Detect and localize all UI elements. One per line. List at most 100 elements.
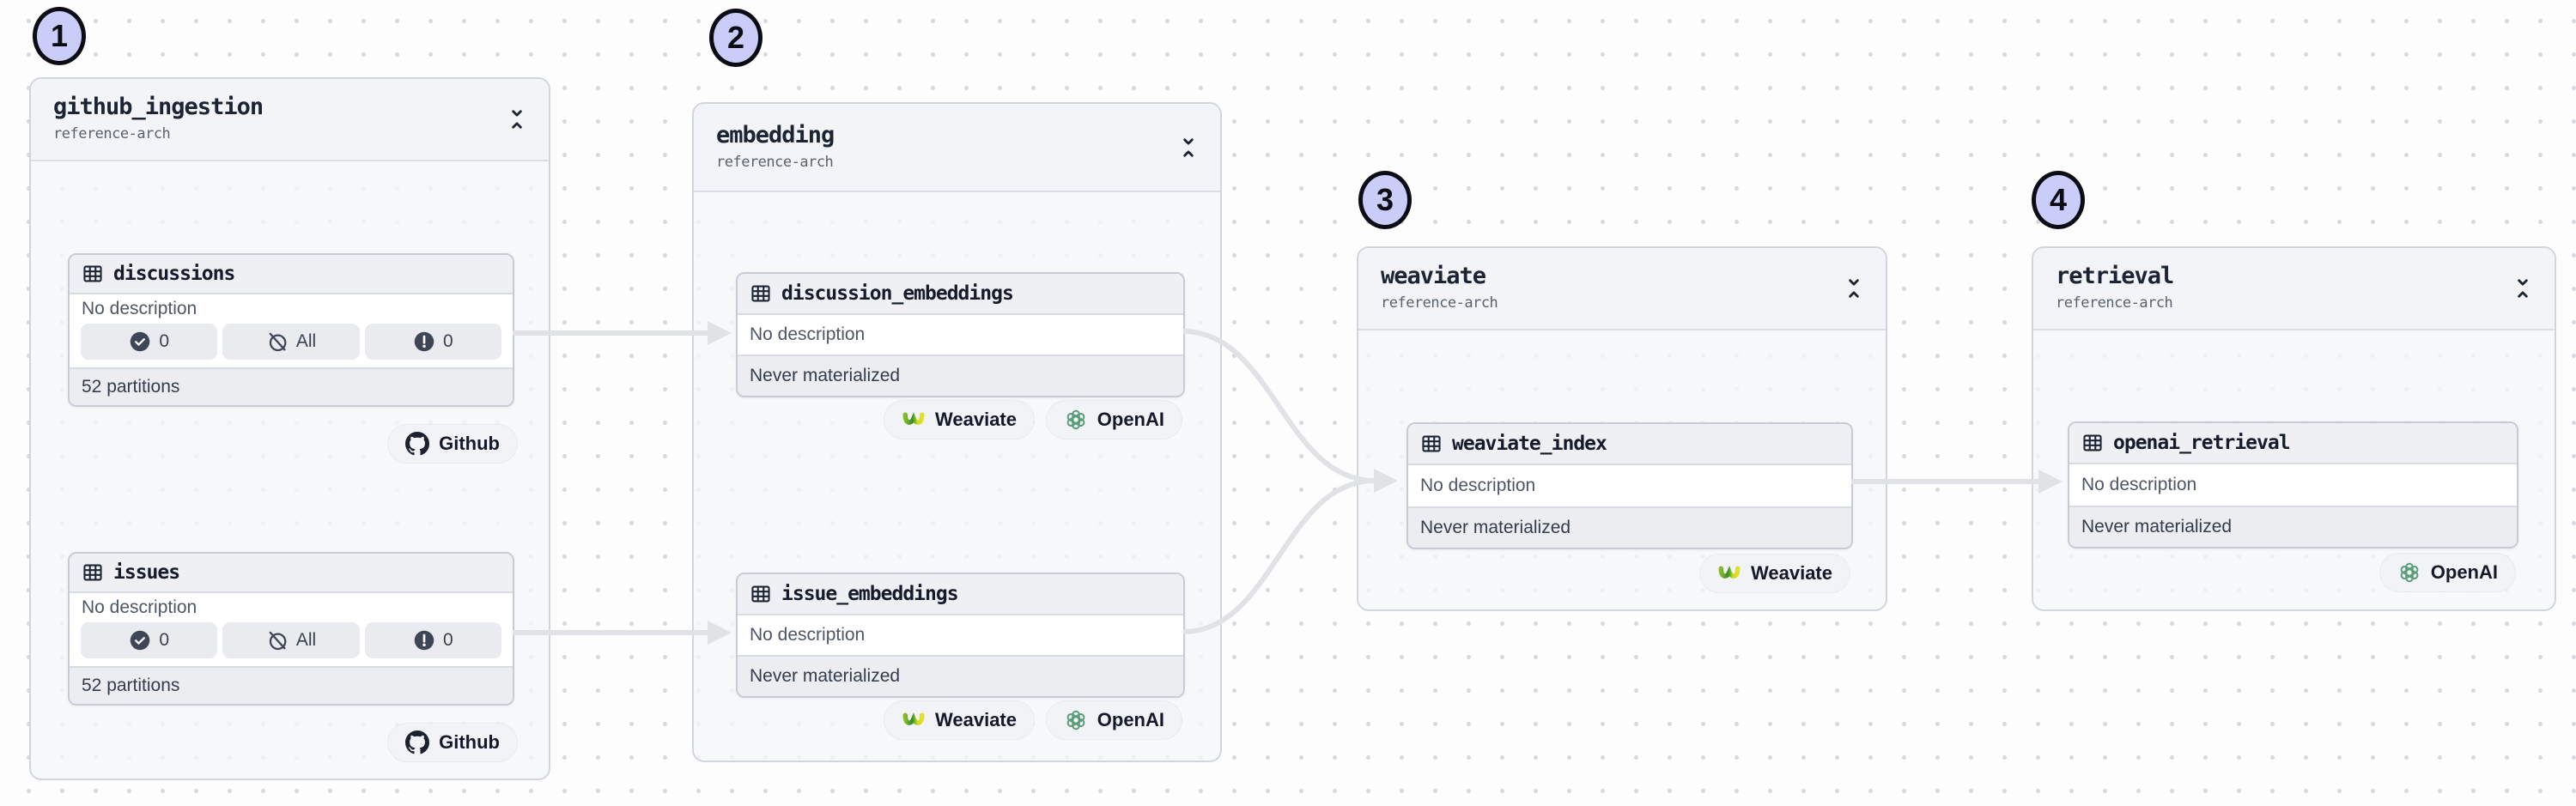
pill-label: 0	[442, 630, 453, 650]
group-header[interactable]: retrieval reference-arch	[2033, 248, 2555, 330]
asset-description: No description	[738, 615, 1183, 655]
kind-tag-weaviate[interactable]: Weaviate	[1700, 555, 1850, 592]
table-icon	[1420, 433, 1443, 455]
check-circle-icon	[129, 629, 151, 651]
asset-footer: Never materialized	[1408, 506, 1851, 548]
asset-footer: 52 partitions	[70, 666, 513, 704]
asset-name: discussions	[113, 263, 235, 285]
asset-name: issues	[113, 561, 180, 584]
alert-circle-icon	[413, 629, 435, 651]
asset-footer: Never materialized	[2069, 506, 2517, 547]
asset-node-discussion-embeddings[interactable]: discussion_embeddings No description Nev…	[736, 272, 1185, 397]
kind-tag-weaviate[interactable]: Weaviate	[884, 401, 1034, 439]
table-icon	[82, 561, 104, 584]
asset-footer: 52 partitions	[70, 367, 513, 405]
asset-description: No description	[70, 294, 513, 324]
checks-pill[interactable]: 0	[81, 622, 218, 658]
table-icon	[82, 263, 104, 285]
asset-header: discussion_embeddings	[738, 274, 1183, 315]
group-header[interactable]: embedding reference-arch	[694, 104, 1220, 192]
group-title: weaviate	[1381, 263, 1486, 289]
partitions-pill[interactable]: All	[222, 622, 360, 658]
kind-tag-openai[interactable]: OpenAI	[1046, 701, 1182, 739]
annotation-circle-3: 3	[1358, 171, 1412, 229]
weaviate-icon	[902, 708, 926, 732]
group-title: retrieval	[2056, 263, 2174, 289]
alert-circle-icon	[413, 330, 435, 353]
table-icon	[750, 583, 772, 605]
group-subtitle: reference-arch	[2056, 294, 2173, 312]
collapse-chevrons-icon[interactable]	[1176, 133, 1201, 162]
checks-pill[interactable]: 0	[81, 324, 218, 360]
collapse-chevrons-icon[interactable]	[2510, 274, 2536, 303]
asset-name: discussion_embeddings	[781, 282, 1014, 305]
openai-icon	[1064, 408, 1088, 432]
tag-label: Weaviate	[1751, 562, 1832, 584]
annotation-circle-1: 1	[33, 7, 86, 65]
weaviate-icon	[902, 408, 926, 432]
kind-tag-openai[interactable]: OpenAI	[2379, 554, 2515, 591]
asset-header: openai_retrieval	[2069, 423, 2517, 464]
openai-icon	[2397, 561, 2421, 585]
asset-header: issue_embeddings	[738, 574, 1183, 615]
annotation-circle-4: 4	[2032, 171, 2085, 229]
asset-header: discussions	[70, 255, 513, 294]
slash-circle-icon	[266, 330, 289, 353]
asset-node-openai-retrieval[interactable]: openai_retrieval No description Never ma…	[2068, 421, 2518, 548]
group-subtitle: reference-arch	[1381, 294, 1498, 312]
asset-name: weaviate_index	[1452, 433, 1607, 455]
group-subtitle: reference-arch	[716, 154, 834, 171]
group-weaviate[interactable]: weaviate reference-arch weaviate_index N…	[1357, 246, 1887, 611]
asset-status-pills: 0 All 0	[70, 324, 513, 367]
asset-footer: Never materialized	[738, 655, 1183, 696]
tag-label: Weaviate	[935, 409, 1017, 430]
asset-name: openai_retrieval	[2113, 432, 2291, 454]
kind-tag-weaviate[interactable]: Weaviate	[884, 701, 1034, 739]
group-retrieval[interactable]: retrieval reference-arch openai_retrieva…	[2032, 246, 2556, 611]
asset-node-weaviate-index[interactable]: weaviate_index No description Never mate…	[1406, 422, 1853, 549]
kind-tag-openai[interactable]: OpenAI	[1046, 401, 1182, 439]
asset-description: No description	[1408, 465, 1851, 506]
weaviate-icon	[1717, 561, 1741, 585]
slash-circle-icon	[266, 629, 289, 651]
asset-node-issue-embeddings[interactable]: issue_embeddings No description Never ma…	[736, 573, 1185, 698]
asset-description: No description	[70, 593, 513, 622]
asset-node-discussions[interactable]: discussions No description 0 All 0 52 pa…	[68, 253, 514, 407]
kind-tag-github[interactable]: Github	[388, 425, 517, 463]
alerts-pill[interactable]: 0	[364, 324, 501, 360]
table-icon	[2081, 432, 2104, 454]
tag-label: Github	[439, 731, 500, 753]
pill-label: 0	[159, 630, 169, 650]
partitions-pill[interactable]: All	[222, 324, 360, 360]
asset-header: weaviate_index	[1408, 424, 1851, 465]
tag-label: Github	[439, 433, 500, 454]
pill-label: 0	[159, 331, 169, 351]
pill-label: All	[295, 630, 317, 650]
tag-label: OpenAI	[1097, 409, 1164, 430]
asset-status-pills: 0 All 0	[70, 622, 513, 666]
asset-node-issues[interactable]: issues No description 0 All 0 52 partiti…	[68, 552, 514, 706]
kind-tag-github[interactable]: Github	[388, 724, 517, 761]
collapse-chevrons-icon[interactable]	[504, 105, 530, 134]
group-github-ingestion[interactable]: github_ingestion reference-arch discussi…	[29, 77, 550, 780]
alerts-pill[interactable]: 0	[364, 622, 501, 658]
collapse-chevrons-icon[interactable]	[1841, 274, 1867, 303]
group-subtitle: reference-arch	[53, 125, 171, 142]
openai-icon	[1064, 708, 1088, 732]
group-header[interactable]: github_ingestion reference-arch	[31, 79, 549, 161]
tag-label: OpenAI	[1097, 709, 1164, 730]
annotation-circle-2: 2	[709, 9, 762, 67]
group-header[interactable]: weaviate reference-arch	[1358, 248, 1886, 330]
asset-description: No description	[2069, 464, 2517, 506]
asset-description: No description	[738, 315, 1183, 355]
asset-name: issue_embeddings	[781, 583, 959, 605]
group-title: github_ingestion	[53, 94, 264, 120]
github-icon	[405, 730, 429, 754]
check-circle-icon	[129, 330, 151, 353]
group-embedding[interactable]: embedding reference-arch discussion_embe…	[692, 102, 1222, 762]
asset-footer: Never materialized	[738, 355, 1183, 396]
tag-label: OpenAI	[2430, 561, 2498, 583]
pill-label: All	[295, 331, 317, 351]
table-icon	[750, 282, 772, 305]
